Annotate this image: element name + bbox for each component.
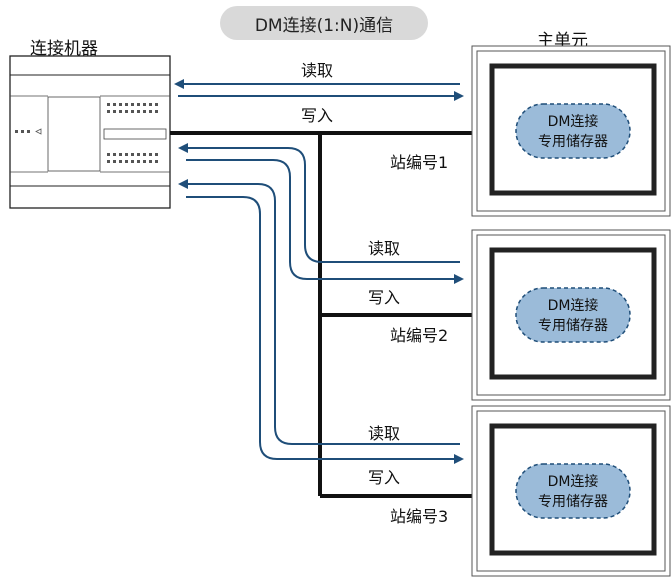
main-unit-2: DM连接 专用储存器 bbox=[471, 229, 671, 401]
read-label-3: 读取 bbox=[368, 424, 401, 443]
dm-memory-1-line1: DM连接 bbox=[548, 113, 599, 130]
write-label-2: 写入 bbox=[368, 288, 401, 307]
dm-memory-3-line2: 专用储存器 bbox=[538, 494, 608, 510]
write-label-1: 写入 bbox=[301, 106, 334, 125]
read-label-2: 读取 bbox=[368, 239, 401, 258]
main-unit-1: DM连接 专用储存器 bbox=[471, 45, 671, 217]
plc-device bbox=[9, 55, 171, 209]
write-arrow-2 bbox=[186, 159, 464, 284]
dm-memory-3-line1: DM连接 bbox=[548, 473, 599, 490]
dm-memory-2-line1: DM连接 bbox=[548, 297, 599, 314]
main-unit-3: DM连接 专用储存器 bbox=[471, 405, 671, 577]
device-label: 连接机器 bbox=[30, 39, 98, 59]
station-label-1: 站编号1 bbox=[390, 153, 449, 172]
diagram-title: DM连接(1:N)通信 bbox=[220, 6, 428, 40]
write-label-3: 写入 bbox=[368, 468, 401, 487]
dm-memory-3 bbox=[515, 463, 631, 519]
dm-memory-1-line2: 专用储存器 bbox=[538, 134, 608, 150]
dm-memory-1 bbox=[515, 103, 631, 159]
main-unit-label: 主单元 bbox=[537, 31, 588, 51]
read-label-1: 读取 bbox=[301, 61, 334, 80]
communication-bus bbox=[170, 131, 472, 498]
read-arrow-3 bbox=[178, 179, 460, 445]
station-label-2: 站编号2 bbox=[390, 326, 449, 345]
station-label-3: 站编号3 bbox=[390, 507, 449, 526]
dm-memory-2-line2: 专用储存器 bbox=[538, 318, 608, 334]
dm-memory-2 bbox=[515, 287, 631, 343]
